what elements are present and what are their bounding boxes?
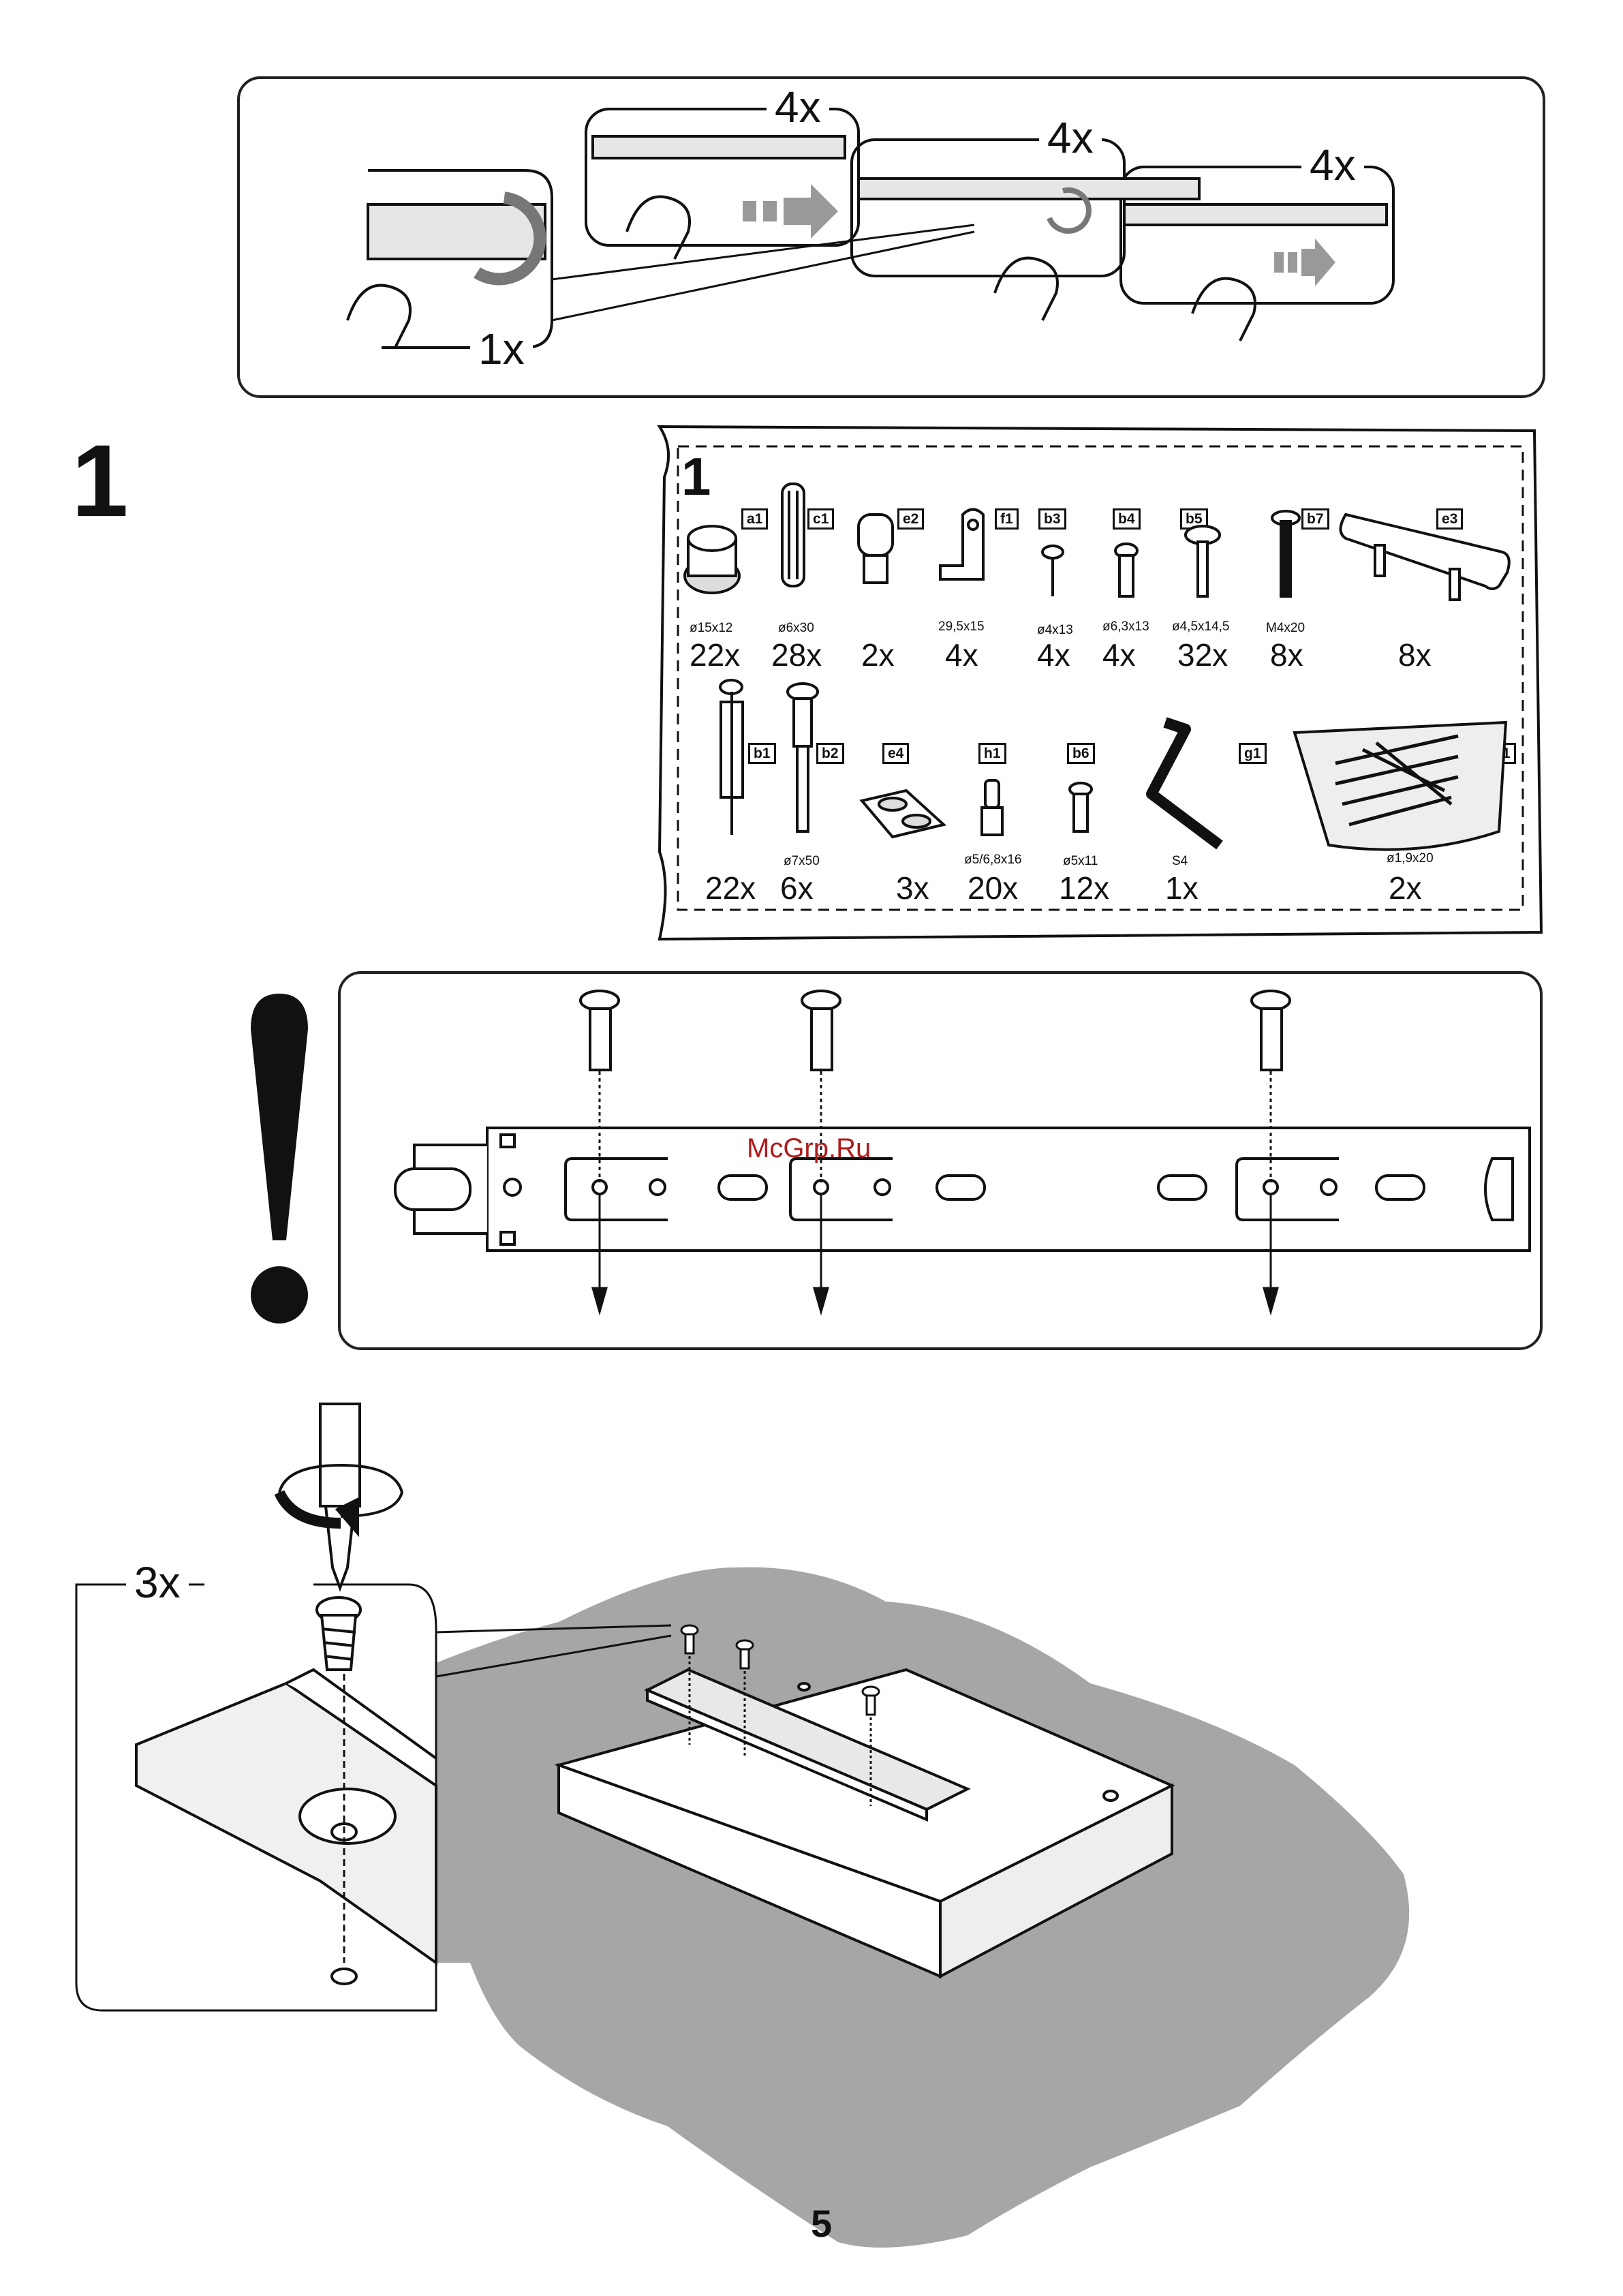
detail-qty-label: 3x [126, 1561, 189, 1604]
page-number: 5 [811, 2205, 832, 2243]
